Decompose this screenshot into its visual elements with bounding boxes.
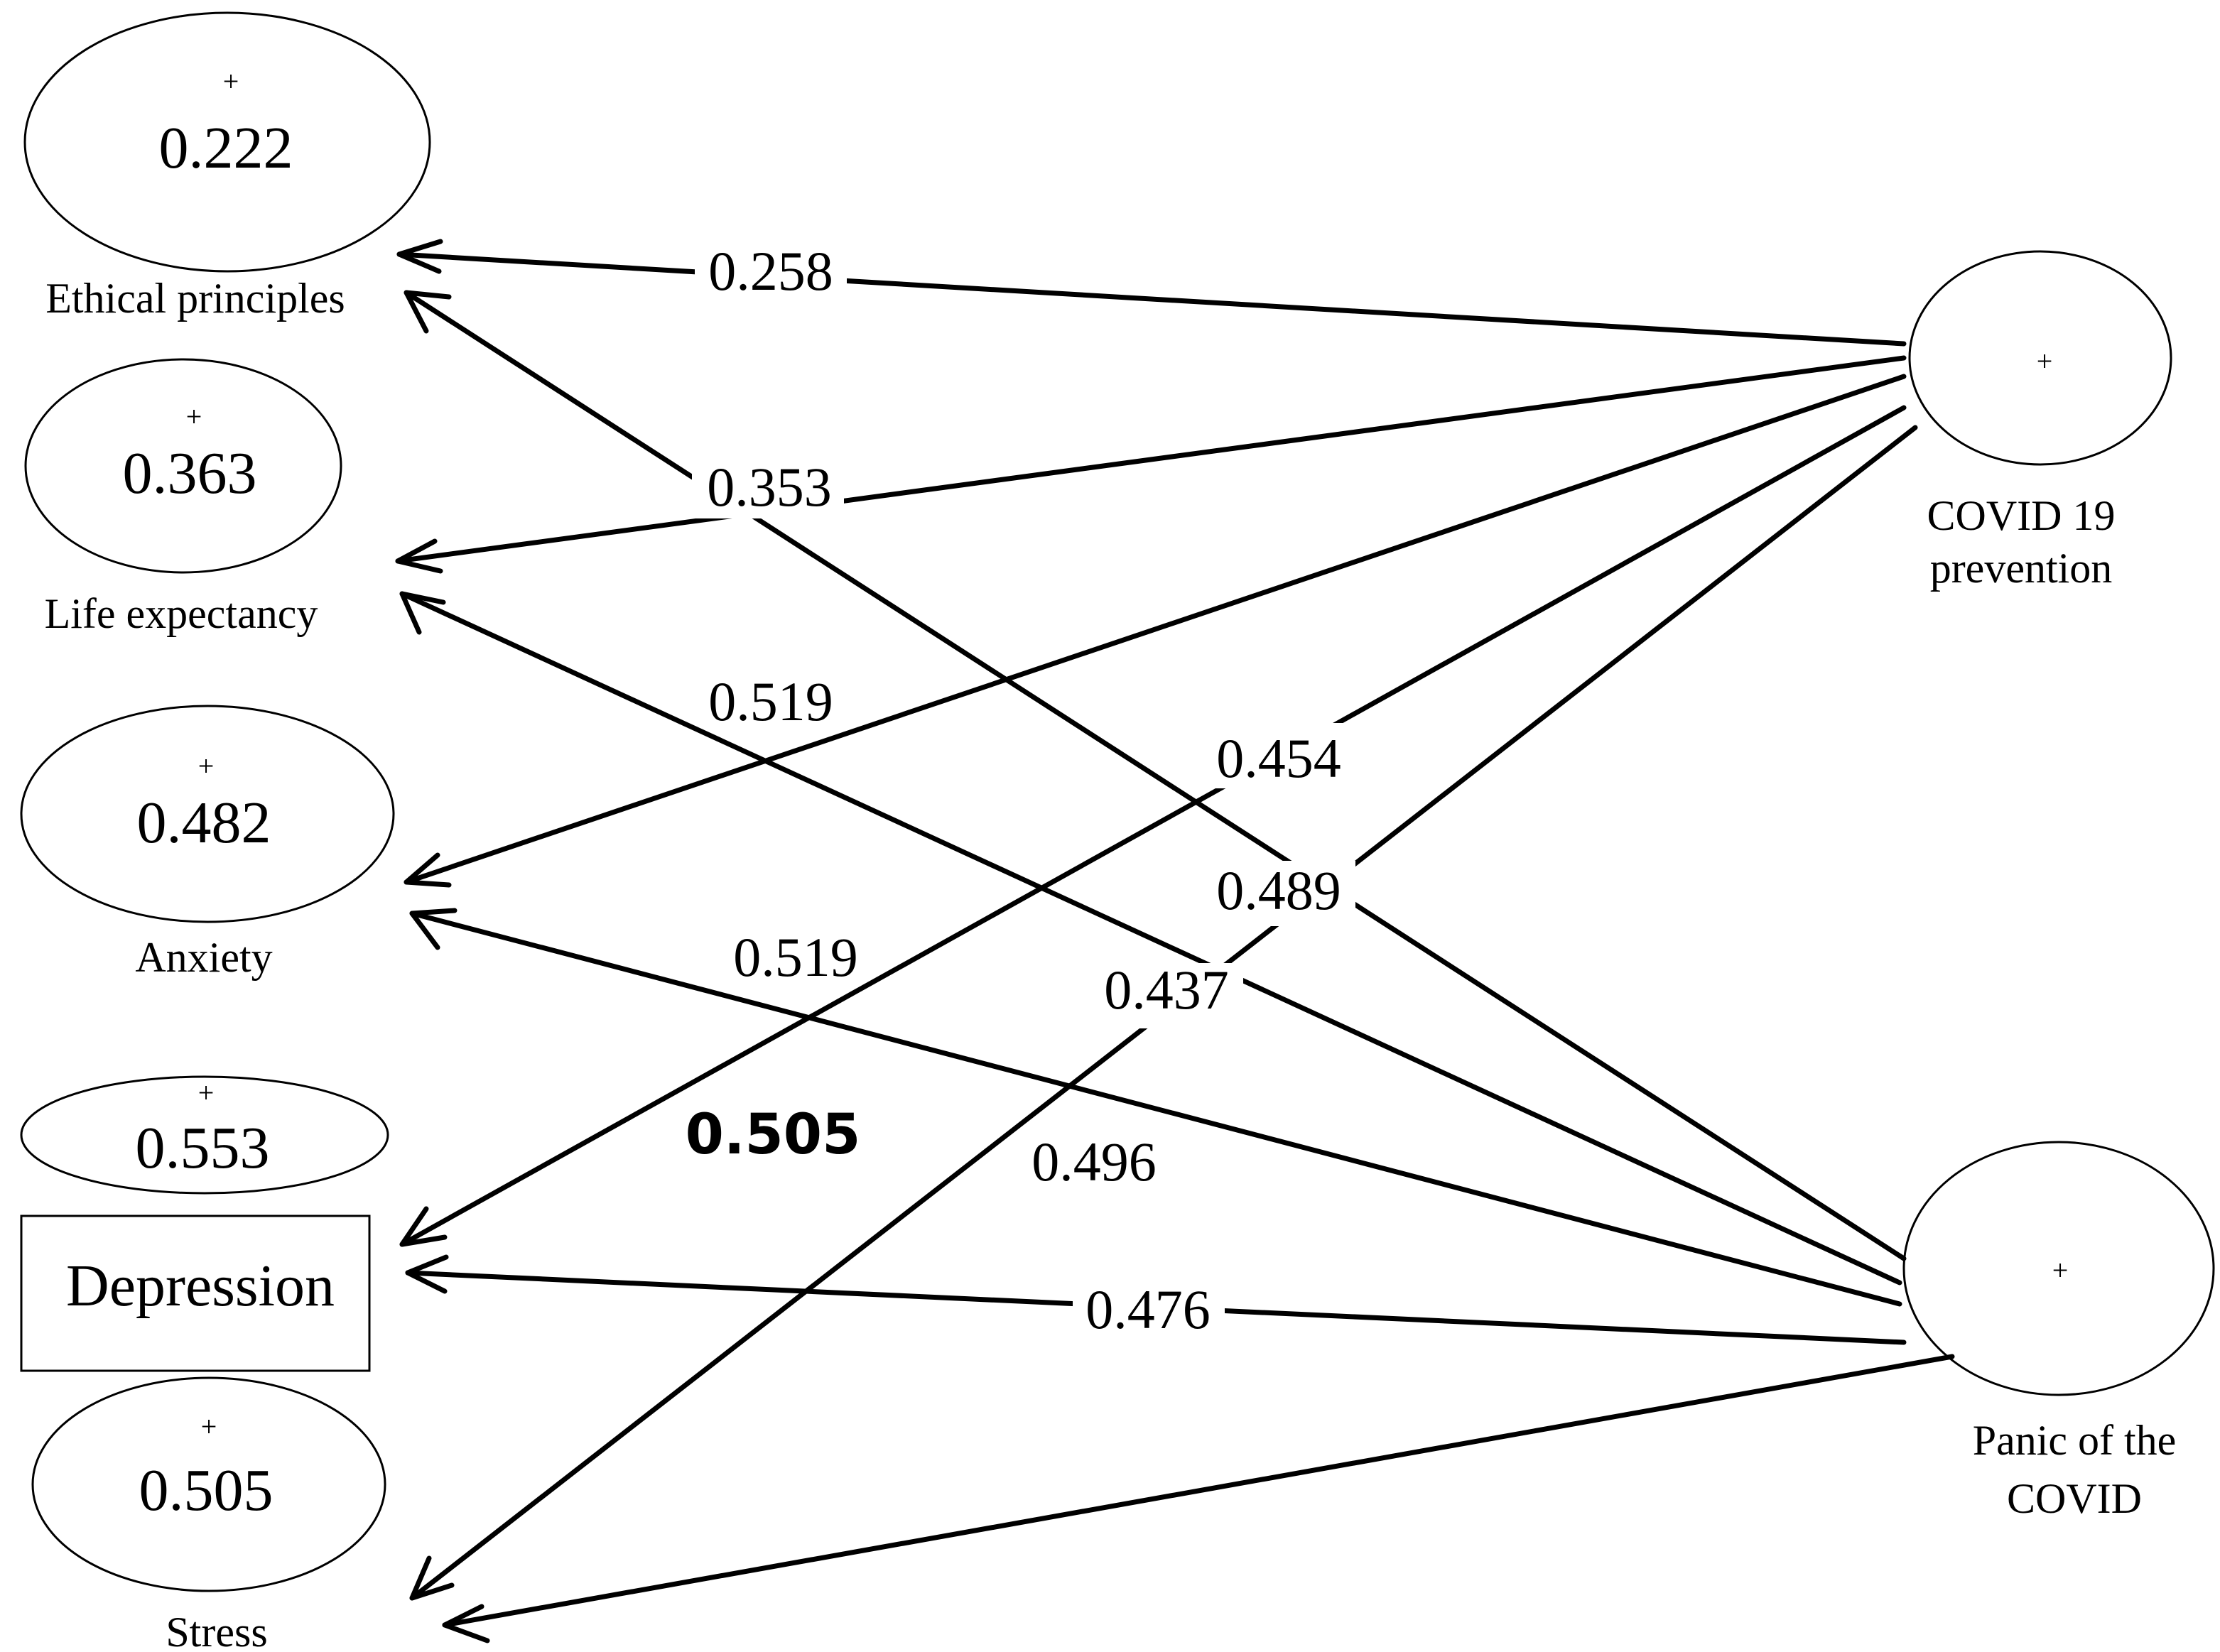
panic-of-the-covid-ellipse bbox=[1902, 1141, 2215, 1396]
coef-panic-life: 0.496 bbox=[1032, 1131, 1157, 1192]
anxiety-plus: + bbox=[198, 750, 215, 782]
coef-prevention-stress: 0.489 bbox=[1216, 859, 1341, 921]
arrowhead-prevention-to-depression bbox=[399, 1206, 448, 1247]
node-life-expectancy: + 0.363 Life expectancy bbox=[24, 358, 342, 637]
arrowhead-panic-to-stress bbox=[442, 1604, 490, 1643]
anxiety-label: Anxiety bbox=[135, 934, 272, 981]
arrow-panic-to-stress bbox=[442, 1354, 1955, 1628]
node-depression: + 0.553 Depression bbox=[20, 1075, 389, 1372]
depression-label: Depression bbox=[66, 1253, 335, 1319]
life-expectancy-plus: + bbox=[186, 401, 202, 433]
depression-plus: + bbox=[198, 1077, 215, 1109]
ethical-principles-label: Ethical principles bbox=[45, 275, 345, 322]
arrowhead-panic-to-depression bbox=[405, 1254, 449, 1294]
arrow-panic-to-anxiety bbox=[409, 911, 1902, 1307]
arrowhead-prevention-to-anxiety bbox=[404, 852, 452, 888]
node-ethical-principles: + 0.222 Ethical principles bbox=[23, 11, 431, 322]
arrowhead-panic-to-anxiety bbox=[409, 908, 457, 950]
arrow-panic-to-ethical bbox=[404, 290, 1907, 1261]
arrow-panic-to-life bbox=[399, 591, 1902, 1286]
arrow-prevention-to-depression bbox=[399, 405, 1907, 1247]
coef-prevention-depression: 0.454 bbox=[1216, 727, 1341, 789]
panic-of-the-covid-plus: + bbox=[2052, 1254, 2069, 1286]
coef-panic-stress: 0.505 bbox=[686, 1103, 861, 1167]
depression-box bbox=[20, 1214, 371, 1372]
arrowhead-prevention-to-ethical bbox=[396, 239, 443, 274]
node-anxiety: + 0.482 Anxiety bbox=[20, 705, 395, 981]
ethical-principles-r2: 0.222 bbox=[159, 115, 293, 181]
stress-label: Stress bbox=[166, 1609, 267, 1652]
coef-prevention-anxiety: 0.519 bbox=[708, 670, 833, 732]
life-expectancy-label: Life expectancy bbox=[45, 590, 318, 637]
arrow-prevention-to-ethical bbox=[396, 251, 1907, 347]
covid-prevention-ellipse bbox=[1908, 250, 2172, 466]
coef-prevention-ethical: 0.258 bbox=[708, 240, 833, 302]
panic-of-the-covid-label-line1: Panic of the bbox=[1973, 1417, 2177, 1464]
node-stress: + 0.505 Stress bbox=[31, 1376, 386, 1652]
stress-ellipse bbox=[31, 1376, 386, 1592]
stress-plus: + bbox=[201, 1411, 217, 1442]
coef-prevention-life: 0.353 bbox=[707, 456, 832, 518]
covid-prevention-plus: + bbox=[2037, 345, 2053, 377]
coefficients: 0.258 0.353 0.519 0.454 0.489 0.437 0.49… bbox=[686, 234, 1355, 1341]
covid-prevention-label-line2: prevention bbox=[1930, 545, 2113, 592]
arrowhead-panic-to-life bbox=[399, 591, 446, 635]
node-covid-prevention: + COVID 19 prevention bbox=[1908, 250, 2172, 592]
anxiety-r2: 0.482 bbox=[137, 790, 271, 856]
arrowhead-prevention-to-life bbox=[395, 538, 443, 574]
node-panic-of-the-covid: + Panic of the COVID bbox=[1902, 1141, 2215, 1522]
stress-r2: 0.505 bbox=[139, 1457, 274, 1523]
anxiety-ellipse bbox=[20, 705, 395, 923]
arrow-prevention-to-life bbox=[395, 355, 1907, 564]
covid-prevention-label-line1: COVID 19 bbox=[1927, 492, 2116, 539]
panic-of-the-covid-label-line2: COVID bbox=[2007, 1475, 2142, 1522]
life-expectancy-ellipse bbox=[24, 358, 342, 574]
depression-r2: 0.553 bbox=[136, 1115, 270, 1181]
arrowhead-panic-to-ethical bbox=[404, 290, 452, 334]
coef-panic-anxiety: 0.519 bbox=[733, 926, 858, 988]
life-expectancy-r2: 0.363 bbox=[123, 440, 257, 506]
paths bbox=[395, 239, 1955, 1643]
arrow-prevention-to-anxiety bbox=[404, 374, 1907, 885]
arrowhead-prevention-to-stress bbox=[409, 1555, 455, 1601]
coef-panic-ethical: 0.437 bbox=[1104, 959, 1229, 1021]
ethical-principles-plus: + bbox=[223, 65, 239, 97]
depression-ellipse bbox=[20, 1075, 389, 1195]
ethical-principles-ellipse bbox=[23, 11, 431, 273]
coef-panic-depression: 0.476 bbox=[1085, 1278, 1211, 1340]
